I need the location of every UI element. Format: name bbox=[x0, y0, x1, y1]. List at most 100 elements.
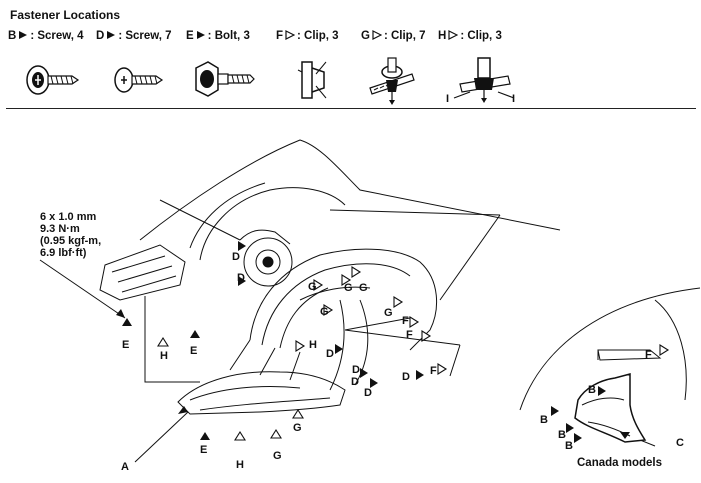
marker-b bbox=[598, 386, 606, 396]
inset-boundary-arc bbox=[519, 287, 701, 411]
filled-triangle-icon bbox=[19, 31, 28, 39]
mudguard bbox=[574, 373, 647, 443]
legend-text: : Clip, 3 bbox=[460, 30, 502, 42]
label-d: D bbox=[232, 251, 240, 263]
label-e: E bbox=[122, 339, 130, 351]
legend-text: : Screw, 4 bbox=[30, 30, 84, 42]
marker-d bbox=[370, 378, 378, 388]
label-h: H bbox=[309, 339, 317, 351]
clip-h-icon bbox=[453, 57, 515, 103]
marker-g bbox=[351, 266, 362, 278]
marker-b bbox=[566, 423, 574, 433]
label-b: B bbox=[540, 414, 548, 426]
label-b: B bbox=[558, 429, 566, 441]
marker-f bbox=[409, 316, 420, 328]
marker-g bbox=[393, 296, 404, 308]
legend-item-clip-h: H : Clip, 3 bbox=[438, 30, 502, 42]
marker-f bbox=[421, 330, 432, 342]
brake-disc bbox=[243, 237, 293, 287]
fender-liner-front bbox=[249, 248, 438, 351]
legend-item-clip-g: G : Clip, 7 bbox=[361, 30, 425, 42]
marker-d bbox=[238, 241, 246, 251]
label-g: G bbox=[344, 282, 353, 294]
spec-size: 6 x 1.0 mm bbox=[40, 211, 97, 223]
legend-text: : Clip, 7 bbox=[383, 30, 426, 42]
legend-item-clip-f: F : Clip, 3 bbox=[276, 30, 339, 42]
label-d: D bbox=[326, 348, 334, 360]
label-g: G bbox=[320, 306, 329, 318]
marker-h bbox=[157, 336, 169, 347]
marker-g bbox=[270, 428, 282, 439]
legend-text: : Screw, 7 bbox=[118, 30, 172, 42]
label-g: G bbox=[293, 422, 302, 434]
label-d: D bbox=[402, 371, 410, 383]
legend-letter: F bbox=[276, 30, 284, 42]
legend-item-screw-d: D: Screw, 7 bbox=[96, 30, 172, 42]
clip-g-icon bbox=[369, 57, 415, 105]
marker-h bbox=[295, 340, 306, 352]
marker-d bbox=[335, 344, 343, 354]
screw-b-icon bbox=[26, 65, 80, 95]
marker-d bbox=[238, 276, 246, 286]
legend-letter: B bbox=[8, 30, 17, 42]
marker-d bbox=[416, 370, 424, 380]
inset-caption: Canada models bbox=[577, 457, 662, 469]
marker-b bbox=[551, 406, 559, 416]
screw-d-icon bbox=[114, 67, 164, 93]
label-b: B bbox=[588, 384, 596, 396]
label-g: G bbox=[273, 450, 282, 462]
page-title: Fastener Locations bbox=[10, 8, 121, 22]
fastener-illustrations: I I bbox=[6, 52, 696, 109]
fender-outline bbox=[139, 139, 561, 241]
label-d: D bbox=[352, 364, 360, 376]
spec-torque-kgf: (0.95 kgf-m, bbox=[40, 235, 102, 247]
label-i-right: I bbox=[512, 93, 516, 105]
legend-text: : Bolt, 3 bbox=[207, 30, 250, 42]
fastener-drawings bbox=[26, 57, 515, 105]
spec-torque-nm: 9.3 N·m bbox=[40, 223, 80, 235]
filled-triangle-icon bbox=[107, 31, 116, 39]
clip-f-icon bbox=[297, 61, 327, 99]
label-e: E bbox=[190, 345, 198, 357]
marker-f bbox=[659, 344, 670, 356]
marker-e bbox=[200, 432, 210, 440]
fastener-legend: B : Screw, 4 D: Screw, 7 E: Bolt, 3 F : Cl… bbox=[6, 30, 696, 50]
label-h: H bbox=[160, 350, 168, 362]
marker-g bbox=[292, 408, 304, 419]
open-triangle-icon bbox=[372, 30, 382, 40]
marker-h bbox=[234, 430, 246, 441]
label-h: H bbox=[236, 459, 244, 471]
label-i-left: I bbox=[446, 93, 450, 105]
marker-b bbox=[574, 433, 582, 443]
label-f: F bbox=[402, 315, 409, 327]
filled-triangle-icon bbox=[196, 31, 205, 39]
marker-f bbox=[437, 363, 448, 375]
fender-liner-rear bbox=[177, 371, 346, 415]
label-e: E bbox=[200, 444, 208, 456]
label-f: F bbox=[645, 349, 652, 361]
legend-item-screw-b: B : Screw, 4 bbox=[8, 30, 84, 42]
label-g: G bbox=[384, 307, 393, 319]
label-g: G bbox=[308, 281, 317, 293]
open-triangle-icon bbox=[285, 30, 296, 40]
bolt-e-icon bbox=[195, 61, 255, 97]
label-c: C bbox=[676, 437, 684, 449]
label-g: G bbox=[359, 282, 368, 294]
legend-item-bolt-e: E: Bolt, 3 bbox=[186, 30, 250, 42]
open-triangle-icon bbox=[448, 30, 459, 40]
label-d: D bbox=[351, 376, 359, 388]
marker-e bbox=[190, 330, 200, 338]
marker-d bbox=[360, 368, 368, 378]
torque-spec: 6 x 1.0 mm 9.3 N·m (0.95 kgf-m, 6.9 lbf·… bbox=[40, 211, 101, 259]
label-d: D bbox=[364, 387, 372, 399]
label-b: B bbox=[565, 440, 573, 452]
label-f: F bbox=[430, 365, 437, 377]
legend-letter: H bbox=[438, 30, 447, 42]
marker-g bbox=[341, 274, 352, 286]
label-f: F bbox=[406, 329, 413, 341]
legend-letter: G bbox=[361, 30, 370, 42]
legend-text: : Clip, 3 bbox=[297, 30, 339, 42]
marker-g bbox=[313, 279, 324, 291]
label-a: A bbox=[121, 461, 129, 473]
